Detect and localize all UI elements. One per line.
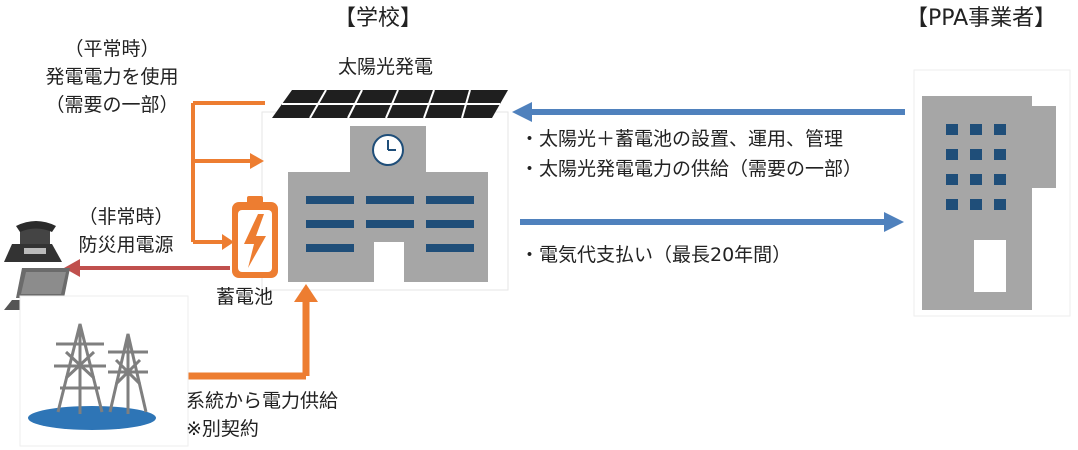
arrow-to-battery — [222, 234, 234, 250]
grid-line2: ※別契約 — [186, 418, 259, 440]
normal-supply-lines — [191, 101, 265, 244]
ppa-service-line1: ・太陽光＋蓄電池の設置、運用、管理 — [520, 128, 844, 150]
clock-icon — [372, 134, 404, 166]
grid-line1: 系統から電力供給 — [186, 390, 339, 412]
emergency-arrow — [64, 259, 80, 277]
school-to-ppa-arrow — [884, 212, 904, 232]
emergency-line1: （非常時） — [78, 206, 174, 228]
phone-icon — [4, 221, 62, 262]
ppa-service-line2: ・太陽光発電電力の供給（需要の一部） — [520, 158, 863, 180]
emergency-line2: 防災用電源 — [78, 234, 174, 256]
ppa-title: 【PPA事業者】 — [906, 6, 1057, 31]
ppa-to-school-arrow — [512, 102, 532, 122]
school-title: 【学校】 — [334, 6, 423, 31]
normal-line3: （需要の一部） — [45, 94, 179, 116]
battery-icon — [232, 196, 278, 278]
normal-line2: 発電電力を使用 — [45, 66, 179, 88]
solar-panel-icon — [272, 89, 508, 119]
normal-line1: （平常時） — [64, 38, 160, 60]
office-building-icon — [913, 69, 1071, 317]
solar-label: 太陽光発電 — [338, 56, 434, 78]
power-tower-icon — [19, 295, 189, 447]
arrow-to-school — [250, 153, 264, 169]
grid-arrow-head — [294, 284, 318, 302]
battery-label: 蓄電池 — [216, 286, 274, 308]
payment-label: ・電気代支払い（最長20年間） — [520, 244, 792, 266]
